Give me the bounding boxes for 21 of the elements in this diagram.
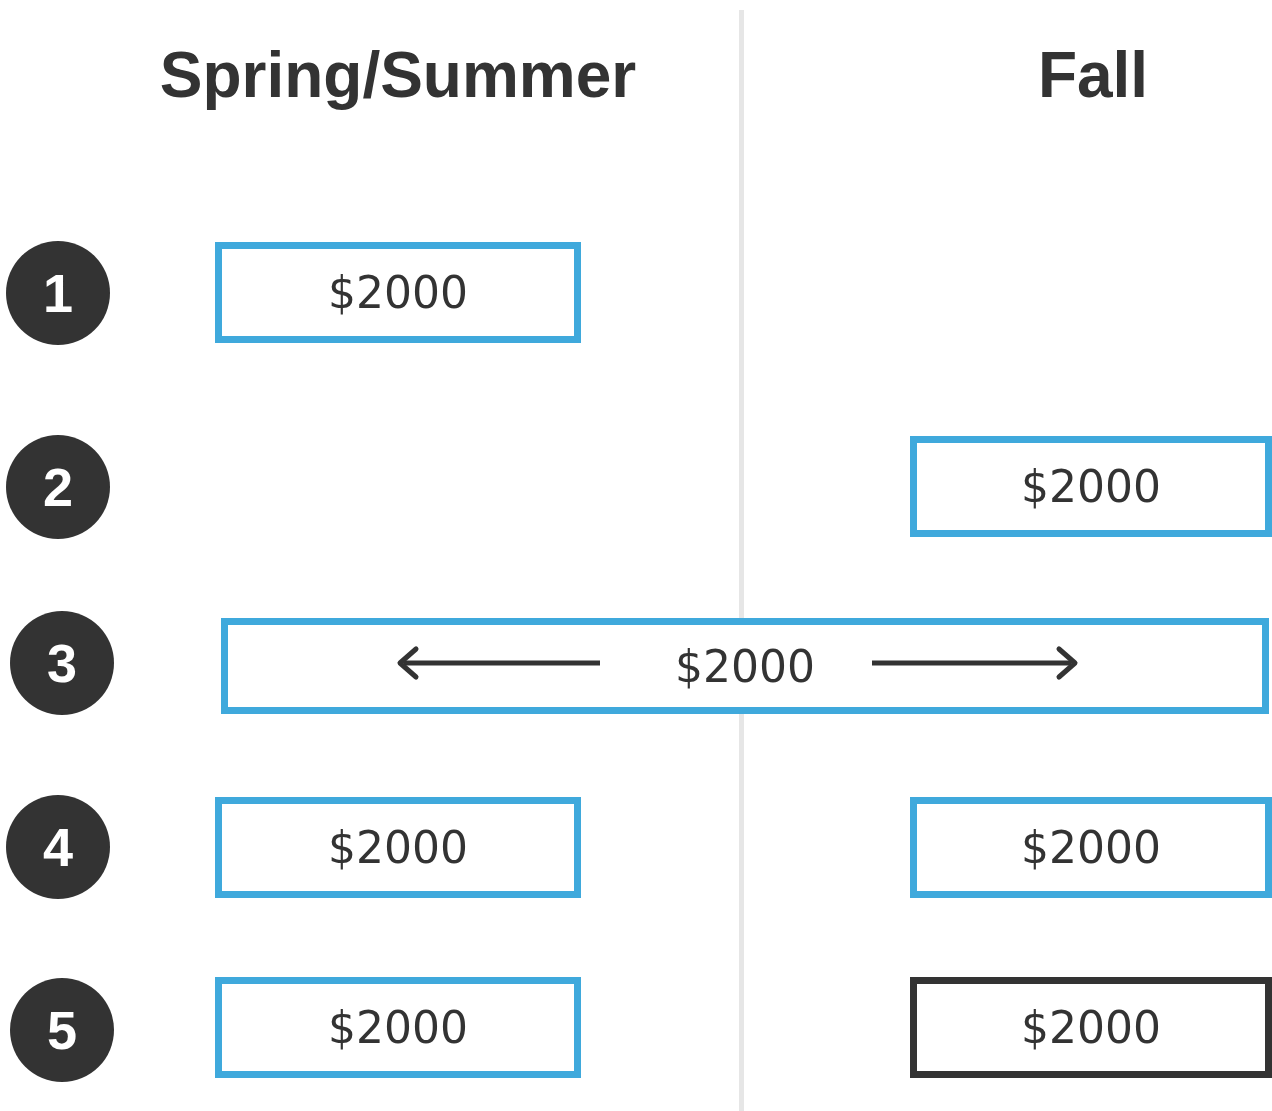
step-number: 2: [42, 456, 73, 518]
amount-box: [221, 618, 1269, 714]
amount-text: $2000: [1021, 1002, 1161, 1053]
amount-box: [215, 242, 581, 343]
amount-box: [215, 977, 581, 1078]
amount-text: $2000: [328, 267, 468, 318]
column-heading: Spring/Summer: [159, 38, 637, 112]
amount-box: [215, 797, 581, 898]
step-number: 5: [46, 999, 77, 1061]
amount-text: $2000: [1021, 461, 1161, 512]
amount-text: $2000: [1021, 822, 1161, 873]
step-number: 3: [46, 632, 77, 694]
step-number: 4: [42, 816, 73, 878]
amount-text: $2000: [328, 1002, 468, 1053]
amount-box: [910, 436, 1272, 537]
step-number: 1: [42, 262, 73, 324]
amount-text: $2000: [675, 640, 815, 692]
amount-box: [910, 797, 1272, 898]
amount-box: [910, 977, 1272, 1078]
amount-text: $2000: [328, 822, 468, 873]
column-heading: Fall: [1037, 38, 1149, 112]
